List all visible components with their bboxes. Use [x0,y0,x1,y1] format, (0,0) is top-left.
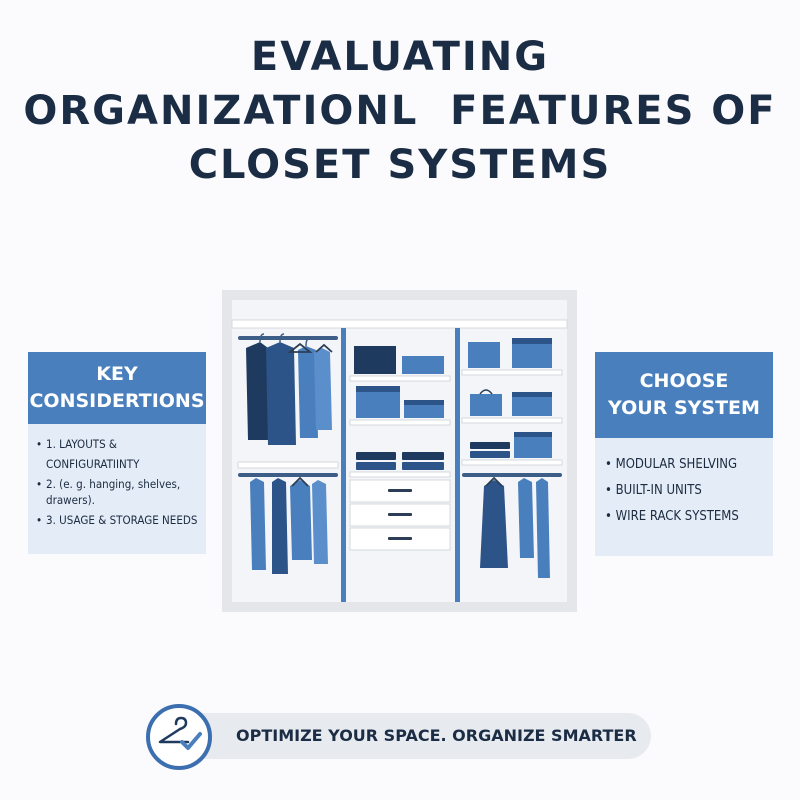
title-line-2: ORGANIZATIONL FEATURES OF [23,88,777,134]
hanging-clothes-right [480,476,550,578]
list-item: • MODULAR SHELVING [605,457,738,472]
key-considerations-heading: KEY CONSIDERTIONS [28,352,206,424]
list-item-text: 3. USAGE & STORAGE NEEDS [46,513,198,527]
list-bullet: • [36,477,43,491]
choose-system-heading: CHOOSE YOUR SYSTEM [595,352,773,438]
key-considerations-heading-line2: CONSIDERTIONS [29,390,205,412]
list-bullet: • [36,437,43,451]
list-item: CONFIGURATIINTY [36,456,200,472]
tagline-banner: OPTIMIZE YOUR SPACE. ORGANIZE SMARTER [178,713,651,759]
left-middle-shelf [237,461,339,469]
hanging-rod-left-bottom [238,473,338,477]
choose-system-heading-line2: YOUR SYSTEM [608,397,760,419]
storage-boxes-right [461,338,563,466]
list-bullet: • [36,513,43,527]
list-item-text: 1. LAYOUTS & [46,437,118,451]
list-item: • 3. USAGE & STORAGE NEEDS [36,512,200,528]
hanger-check-icon [146,704,212,770]
list-item: • 2. (e. g. hanging, shelves, drawers). [36,476,200,508]
list-item-text: CONFIGURATIINTY [46,457,140,471]
choose-system-heading-line1: CHOOSE [639,370,729,392]
key-considerations-list: • 1. LAYOUTS & CONFIGURATIINTY • 2. (e. … [28,424,206,554]
key-considerations-heading-line1: KEY [96,363,138,385]
list-item-text: 2. (e. g. hanging, shelves, drawers). [46,477,181,507]
hanging-rod-right [462,473,562,477]
divider-right [455,328,460,602]
title-line-1: EVALUATING [250,34,550,80]
list-item: • BUILT-IN UNITS [605,483,702,498]
hanging-clothes-left-bottom [250,476,328,574]
page-title: EVALUATING ORGANIZATIONL FEATURES OF CLO… [0,30,800,192]
hanging-clothes-left-top [246,333,333,445]
title-line-3: CLOSET SYSTEMS [188,142,612,188]
tagline-text: OPTIMIZE YOUR SPACE. ORGANIZE SMARTER [236,726,637,745]
choose-system-panel: CHOOSE YOUR SYSTEM • MODULAR SHELVING • … [595,352,773,556]
list-item: • 1. LAYOUTS & [36,436,200,452]
top-shelf [231,319,568,329]
storage-boxes-middle [349,346,451,478]
divider-left [341,328,346,602]
drawers-middle [349,479,451,551]
key-considerations-panel: KEY CONSIDERTIONS • 1. LAYOUTS & CONFIGU… [28,352,206,554]
closet-illustration [222,290,577,612]
hanging-rod-left-top [238,336,338,340]
list-bullet [36,456,46,472]
list-item: • WIRE RACK SYSTEMS [605,509,739,524]
choose-system-list: • MODULAR SHELVING • BUILT-IN UNITS • WI… [595,438,773,556]
